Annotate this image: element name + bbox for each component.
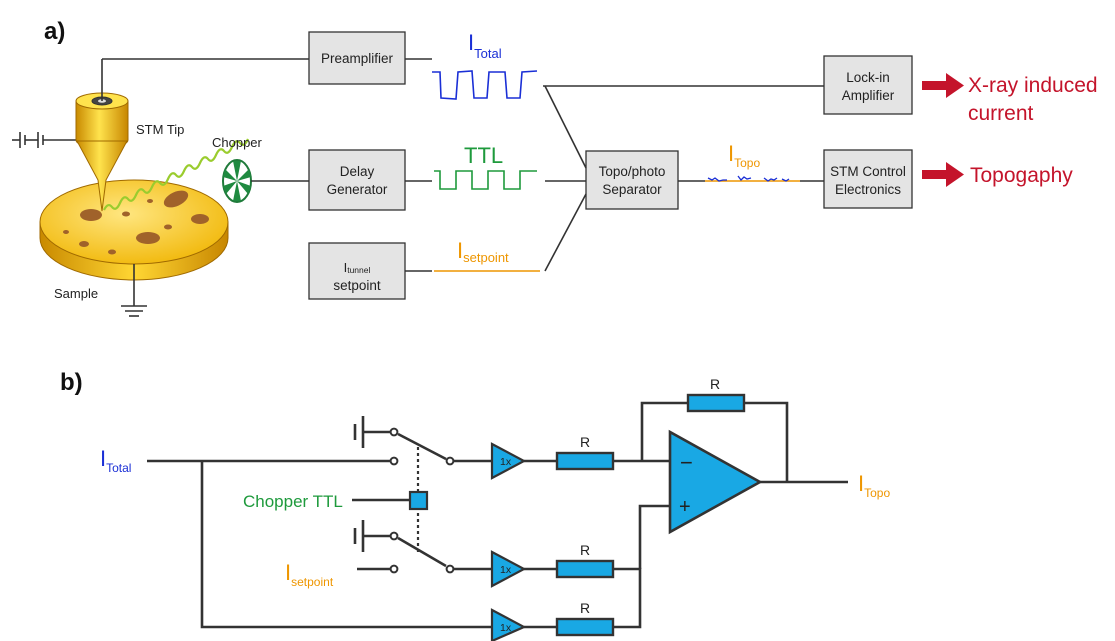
delay-generator-box	[308, 149, 406, 211]
buffer-middle: 1x	[490, 550, 527, 588]
lower-switch-terminal-setpoint	[389, 564, 399, 574]
buffer-middle-label: 1x	[500, 564, 512, 576]
ttl-signal-label: TTL	[464, 143, 503, 168]
xray-output-line1: X-ray induced	[968, 74, 1098, 97]
itotal-sub: Total	[474, 46, 502, 61]
lockin-box	[823, 55, 913, 115]
setpoint-box-title: Itunnel	[344, 260, 371, 275]
itopo-sub: Topo	[734, 156, 760, 170]
setpoint-box-main: I	[344, 260, 348, 275]
op-amp-plus: +	[679, 496, 691, 518]
resistor-middle-label: R	[580, 542, 590, 558]
upper-switch-terminal-ground	[389, 427, 399, 437]
itopo-signal-label: ITopo	[728, 141, 760, 170]
resistor-middle	[555, 559, 615, 579]
b-itopo-sub: Topo	[864, 486, 890, 500]
feedback-left-wire	[640, 401, 688, 461]
b-isetpoint-label: Isetpoint	[285, 560, 334, 589]
delay-generator-line1: Delay	[340, 164, 375, 179]
buffer-top-label: 1x	[500, 456, 512, 468]
b-isetpoint-main: I	[285, 560, 291, 585]
topography-output: Topogaphy	[970, 164, 1073, 187]
upper-ground-icon	[353, 416, 390, 448]
noninverting-input-wire	[638, 504, 670, 569]
itotal-to-separator-wire	[544, 85, 587, 169]
b-itopo-label: ITopo	[858, 471, 890, 500]
isetpoint-signal-label: Isetpoint	[457, 238, 509, 265]
setpoint-to-separator-wire	[544, 193, 587, 272]
lockin-line1: Lock-in	[846, 70, 890, 85]
stm-control-box	[823, 149, 913, 209]
preamplifier-label: Preamplifier	[321, 51, 394, 66]
op-amp-minus: −	[680, 450, 693, 475]
setpoint-box	[308, 242, 406, 300]
b-itotal-main: I	[100, 446, 106, 471]
stm-control-line2: Electronics	[835, 182, 901, 197]
b-itotal-sub: Total	[106, 461, 131, 475]
resistor-top-label: R	[580, 434, 590, 450]
resistor-feedback	[686, 393, 746, 413]
setpoint-box-sub: tunnel	[347, 265, 370, 275]
xray-output-line2: current	[968, 102, 1034, 125]
panel-b-label: b)	[60, 369, 83, 396]
lower-switch-terminal-ground	[389, 531, 399, 541]
ttl-waveform	[434, 170, 537, 190]
op-amp: − +	[668, 429, 763, 535]
lower-ground-icon	[353, 520, 390, 552]
battery-icon	[12, 132, 80, 148]
noninverting-sum-wire	[613, 567, 642, 629]
itotal-waveform	[432, 70, 538, 100]
isetpoint-main: I	[457, 238, 463, 263]
itopo-main: I	[728, 141, 734, 166]
stm-control-line1: STM Control	[830, 164, 906, 179]
chopper-ttl-label: Chopper TTL	[243, 492, 343, 511]
xray-output-arrow-icon	[922, 73, 964, 98]
xray-beam	[103, 138, 250, 211]
stm-tip-icon	[75, 92, 129, 212]
setpoint-box-line2: setpoint	[333, 278, 381, 293]
b-itotal-label: ITotal	[100, 446, 131, 475]
delay-generator-line2: Generator	[327, 182, 388, 197]
stm-tip-label: STM Tip	[136, 122, 184, 137]
topography-output-arrow-icon	[922, 162, 964, 187]
separator-line2: Separator	[602, 182, 662, 197]
preamplifier-box	[308, 31, 406, 85]
itotal-signal-label: ITotal	[468, 30, 502, 61]
lower-switch-pivot	[445, 564, 455, 574]
itotal-bypass-wire	[200, 461, 492, 629]
buffer-bottom-label: 1x	[500, 622, 512, 634]
chopper-wheel-icon	[222, 159, 252, 203]
isetpoint-sub: setpoint	[463, 250, 509, 265]
chopper-ttl-relay	[408, 490, 429, 511]
buffer-top: 1x	[490, 442, 527, 480]
sample-label: Sample	[54, 286, 98, 301]
itopo-waveform	[707, 175, 790, 182]
b-isetpoint-sub: setpoint	[291, 575, 334, 589]
panel-a-label: a)	[44, 18, 65, 45]
resistor-feedback-label: R	[710, 376, 720, 392]
resistor-bottom-label: R	[580, 600, 590, 616]
buffer-bottom: 1x	[490, 608, 527, 641]
chopper-label: Chopper	[212, 135, 263, 150]
separator-line1: Topo/photo	[599, 164, 666, 179]
upper-switch-blade[interactable]	[397, 432, 447, 461]
itotal-main: I	[468, 30, 474, 55]
resistor-bottom	[555, 617, 615, 637]
upper-switch-terminal-input	[389, 456, 399, 466]
b-itopo-main: I	[858, 471, 864, 496]
upper-switch-pivot	[445, 456, 455, 466]
separator-box	[585, 150, 679, 210]
feedback-right-wire	[744, 401, 789, 482]
lockin-line2: Amplifier	[842, 88, 895, 103]
resistor-top	[555, 451, 615, 471]
ground-icon	[121, 264, 147, 317]
lower-switch-blade[interactable]	[397, 536, 447, 568]
